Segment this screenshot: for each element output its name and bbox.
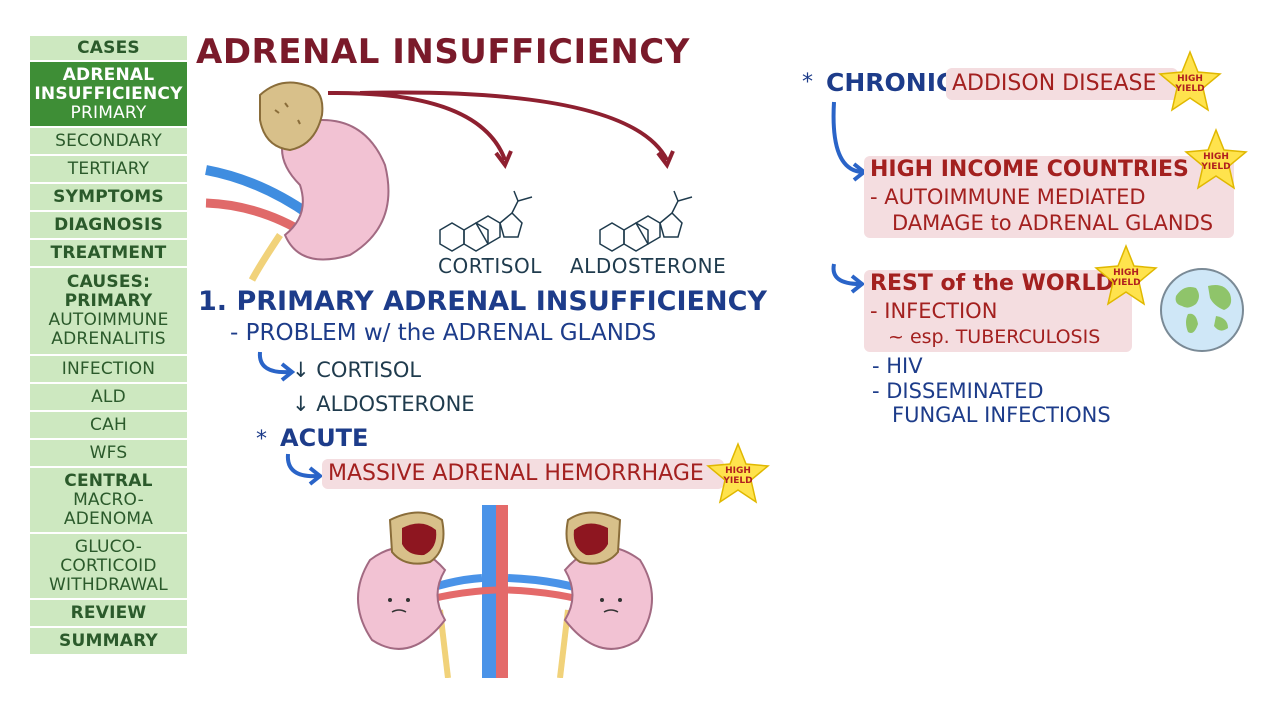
sidebar-item-label: CAUSES: bbox=[66, 272, 151, 292]
high-income-line1: - AUTOIMMUNE MEDIATED bbox=[870, 185, 1146, 209]
sidebar-item-label: CAH bbox=[90, 414, 127, 435]
sidebar-item-label: GLUCO- bbox=[74, 536, 143, 557]
sidebar-item[interactable]: TREATMENT bbox=[30, 240, 187, 266]
down-cortisol: ↓ CORTISOL bbox=[292, 358, 422, 382]
infection-item: - INFECTION bbox=[870, 299, 998, 323]
sidebar-item-label: AUTOIMMUNE bbox=[48, 310, 169, 330]
sidebar-item-label: WFS bbox=[89, 442, 128, 463]
acute-cause-highlight: MASSIVE ADRENAL HEMORRHAGE bbox=[322, 459, 724, 489]
sidebar-item[interactable]: CASES bbox=[30, 36, 187, 60]
globe-icon bbox=[1160, 268, 1244, 352]
sidebar-item-label: WITHDRAWAL bbox=[49, 574, 168, 595]
acute-cause: MASSIVE ADRENAL HEMORRHAGE bbox=[328, 461, 704, 486]
sidebar-item-label: TERTIARY bbox=[67, 158, 150, 179]
primary-heading: 1. PRIMARY ADRENAL INSUFFICIENCY bbox=[198, 286, 767, 317]
sidebar-item-label: ADRENALITIS bbox=[51, 329, 166, 349]
sidebar-item-label: INFECTION bbox=[61, 358, 156, 379]
sidebar-item-label: SECONDARY bbox=[55, 130, 162, 151]
chronic-label: CHRONIC bbox=[826, 68, 955, 97]
hemorrhage-kidneys-illustration bbox=[357, 505, 653, 678]
sidebar-item-label: SUMMARY bbox=[59, 630, 158, 651]
high-income-heading: HIGH INCOME COUNTRIES bbox=[870, 157, 1189, 182]
rest-of-world-box: REST of the WORLD - INFECTION ~ esp. TUB… bbox=[864, 270, 1132, 352]
down-aldosterone: ↓ ALDOSTERONE bbox=[292, 392, 475, 416]
high-income-box: HIGH INCOME COUNTRIES - AUTOIMMUNE MEDIA… bbox=[864, 156, 1234, 238]
sidebar-item[interactable]: DIAGNOSIS bbox=[30, 212, 187, 238]
cortisol-structure bbox=[439, 190, 533, 252]
sidebar-item[interactable]: INFECTION bbox=[30, 356, 187, 382]
sidebar-item-label: REVIEW bbox=[70, 602, 147, 623]
addison-disease: ADDISON DISEASE bbox=[952, 71, 1157, 96]
sidebar-item[interactable]: ALD bbox=[30, 384, 187, 410]
arrow-icon bbox=[257, 351, 296, 382]
sidebar-item[interactable]: SECONDARY bbox=[30, 128, 187, 154]
sidebar-item-label: DIAGNOSIS bbox=[54, 214, 163, 235]
fungal-item-line2: FUNGAL INFECTIONS bbox=[892, 403, 1111, 427]
arrow-icon bbox=[285, 453, 324, 486]
hiv-item: - HIV bbox=[872, 354, 923, 378]
sidebar-item[interactable]: WFS bbox=[30, 440, 187, 466]
asterisk-icon: * bbox=[802, 70, 813, 95]
sidebar-item-label: CORTICOID bbox=[60, 555, 157, 576]
sidebar-item-label: SYMPTOMS bbox=[53, 186, 164, 207]
sidebar-item-label: ADENOMA bbox=[63, 508, 154, 529]
fungal-item-line1: - DISSEMINATED bbox=[872, 379, 1044, 403]
tuberculosis-item: ~ esp. TUBERCULOSIS bbox=[888, 326, 1101, 348]
arrow-icon bbox=[831, 263, 866, 294]
acute-label: ACUTE bbox=[280, 424, 369, 452]
page-title: ADRENAL INSUFFICIENCY bbox=[196, 32, 690, 72]
sidebar-item[interactable]: SYMPTOMS bbox=[30, 184, 187, 210]
asterisk-icon: * bbox=[256, 427, 267, 452]
adrenal-kidney-illustration bbox=[203, 81, 693, 282]
sidebar-item-label: TREATMENT bbox=[50, 242, 167, 263]
sidebar-item-label: PRIMARY bbox=[64, 291, 153, 311]
high-income-line2: DAMAGE to ADRENAL GLANDS bbox=[892, 211, 1214, 235]
sidebar-item-label: ALD bbox=[91, 386, 126, 407]
rest-of-world-heading: REST of the WORLD bbox=[870, 271, 1114, 296]
addison-highlight: ADDISON DISEASE bbox=[946, 68, 1178, 100]
sidebar-item[interactable]: CAH bbox=[30, 412, 187, 438]
sidebar-item-label: CASES bbox=[77, 37, 140, 58]
sidebar-item-label: INSUFFICIENCY bbox=[34, 83, 183, 104]
sidebar-item[interactable]: TERTIARY bbox=[30, 156, 187, 182]
primary-problem: - PROBLEM w/ the ADRENAL GLANDS bbox=[230, 320, 657, 346]
sidebar-item[interactable]: SUMMARY bbox=[30, 628, 187, 654]
cortisol-label: CORTISOL bbox=[438, 254, 542, 278]
sidebar-item-label: CENTRAL bbox=[64, 470, 153, 491]
aldosterone-label: ALDOSTERONE bbox=[570, 254, 727, 278]
sidebar-item-label: MACRO- bbox=[73, 489, 144, 510]
aldosterone-structure bbox=[599, 190, 693, 252]
sidebar-item-label: PRIMARY bbox=[70, 102, 147, 123]
sidebar-item[interactable]: REVIEW bbox=[30, 600, 187, 626]
sidebar-item-label: ADRENAL bbox=[62, 64, 155, 85]
